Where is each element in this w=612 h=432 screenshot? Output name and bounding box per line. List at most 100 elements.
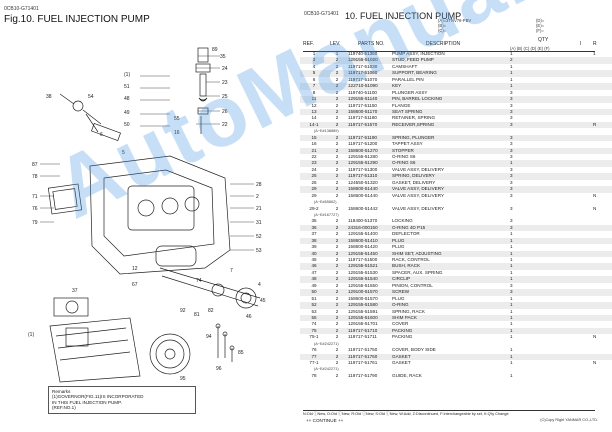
list-title: 10. FUEL INJECTION PUMP — [345, 11, 462, 21]
part-number-cell: 119717-51150 — [348, 102, 377, 108]
part-number-cell: 119717-51710 — [348, 327, 378, 333]
part-number-cell: 129155-51580 — [348, 302, 378, 308]
part-number-cell: 129155-51550 — [348, 282, 378, 288]
level-cell: 2 — [335, 63, 339, 69]
callout-51: 51 — [124, 84, 130, 90]
description-cell: DEFLECTOR — [392, 231, 420, 237]
remark-cell: N — [593, 192, 597, 198]
callout-23: 23 — [222, 80, 228, 86]
remark-cell: N — [593, 205, 597, 211]
part-number-cell: 129155-51591 — [348, 308, 378, 314]
ref-cell: 11 — [311, 96, 317, 102]
level-cell: 2 — [335, 160, 339, 166]
part-number-cell: 129155-51290 — [348, 160, 378, 166]
ref-cell: 77-1 — [309, 360, 319, 365]
ref-cell: 38 — [311, 237, 317, 243]
callout-85: 85 — [238, 350, 244, 356]
ref-cell: 35 — [311, 218, 317, 224]
part-number-cell: 119717-51750 — [348, 347, 378, 353]
qty-cell: 3 — [510, 96, 513, 102]
callout-49: 49 — [124, 110, 130, 116]
level-cell: 2 — [335, 166, 339, 172]
level-cell: 2 — [335, 269, 339, 275]
description-cell: SPRING, DELIVERY — [392, 173, 435, 179]
remarks-heading: Remarks — [52, 389, 71, 394]
part-number-cell: 119717-51180 — [348, 115, 377, 121]
qty-cell: 1 — [510, 63, 513, 69]
qty-cell: 1 — [510, 51, 513, 56]
footer-rule — [303, 410, 595, 411]
ref-cell: 16 — [311, 141, 317, 147]
ref-cell: 50 — [311, 289, 317, 295]
legend-f: (F)= — [536, 28, 544, 33]
level-cell: 2 — [335, 102, 339, 108]
level-cell: 2 — [335, 308, 339, 314]
qty-cell: 3 — [510, 179, 513, 185]
callout-92: 92 — [180, 308, 186, 314]
serial-note: (A~E#242271) — [314, 341, 339, 346]
description-cell: GASKET — [392, 353, 411, 359]
ref-cell: 8 — [312, 89, 316, 95]
ref-cell: 75-1 — [309, 334, 319, 340]
qty-cell: 1 — [510, 160, 513, 166]
level-cell: 2 — [335, 108, 339, 114]
level-cell: 2 — [335, 321, 339, 327]
part-number-cell: 119717-51200 — [348, 141, 378, 147]
qty-cell: 1 — [510, 302, 513, 308]
description-cell: BUSH, RACK — [392, 263, 421, 269]
description-cell: O-RING 4D P15 — [392, 224, 426, 230]
parts-list-panel: 0CB10-G71401 10. FUEL INJECTION PUMP (A)… — [300, 0, 612, 432]
part-number-cell: 119717-51760 — [348, 353, 378, 359]
qty-cell: 3 — [510, 205, 513, 211]
level-cell: 2 — [335, 83, 339, 89]
level-cell: 2 — [335, 115, 339, 121]
qty-cell: 3 — [510, 108, 513, 114]
part-number-cell: 119740-51360 — [348, 51, 378, 56]
callout-53: 53 — [256, 248, 262, 254]
part-number-cell: 129155-51540 — [348, 276, 378, 282]
qty-cell: 1 — [510, 353, 513, 359]
description-cell: CIRCLIP — [392, 276, 411, 282]
description-cell: SPRING, PLUNGER — [392, 134, 435, 140]
level-cell: 2 — [335, 179, 339, 185]
ref-cell: 7 — [312, 83, 316, 89]
description-cell: VALVE ASSY, DELIVERY — [392, 186, 445, 192]
part-number-cell: 119717-51761 — [348, 360, 378, 365]
serial-note: (A~E#65862) — [314, 200, 337, 205]
callout-12: 12 — [132, 266, 138, 272]
description-cell: SPRING, RACK — [392, 308, 425, 314]
level-cell: 2 — [335, 205, 339, 211]
qty-cell: 1 — [510, 244, 513, 250]
description-cell: COVER, BODY SIDE — [392, 347, 436, 353]
level-cell: 2 — [335, 121, 339, 127]
ref-cell: 39 — [311, 244, 317, 250]
description-cell: PACKING — [392, 334, 413, 340]
part-number-cell: 119717-51070 — [348, 76, 378, 82]
part-number-cell: 129155-51280 — [348, 154, 378, 159]
qty-cell: 3 — [510, 154, 513, 159]
qty-cell: 1 — [510, 308, 513, 314]
callout-67: 67 — [132, 282, 138, 288]
ref-cell: 78 — [311, 372, 317, 378]
level-cell: 2 — [335, 327, 339, 333]
part-number-cell: 158600-51270 — [348, 147, 378, 153]
description-cell: O-RING — [392, 302, 409, 308]
qty-cell: 1 — [510, 314, 513, 320]
remark-cell: R — [593, 121, 597, 127]
ref-cell: 48 — [311, 276, 317, 282]
part-number-cell: 158600-51440 — [348, 186, 378, 192]
part-number-cell: 129155-51701 — [348, 321, 378, 327]
exploded-diagram: 89 35 24 23 25 26 22 (1) 51 48 49 50 55 … — [28, 47, 266, 383]
callout-48: 48 — [124, 96, 130, 102]
